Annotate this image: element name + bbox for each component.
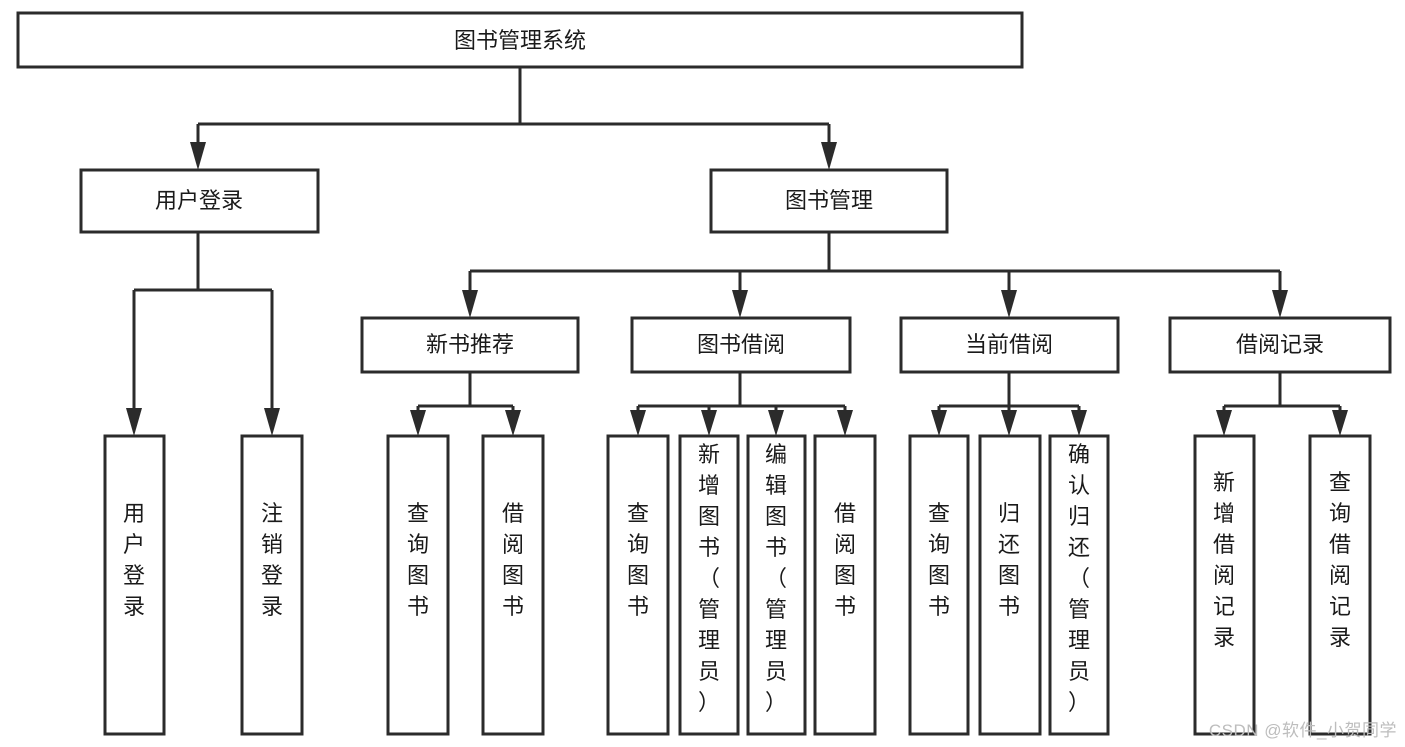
node-leaf-6-label: 新增图书（管理员） — [698, 442, 720, 715]
arrow-to-current-borrow — [1001, 290, 1017, 318]
arrow-to-leaf-4 — [505, 410, 521, 436]
arrow-to-leaf-3 — [410, 410, 426, 436]
node-borrow-record[interactable]: 借阅记录 — [1168, 316, 1392, 374]
node-root-label: 图书管理系统 — [454, 28, 586, 53]
node-leaf-3[interactable]: 查询图书 — [386, 434, 450, 736]
arrow-to-leaf-11 — [1071, 410, 1087, 436]
node-user-login-box[interactable] — [79, 168, 320, 234]
node-book-borrow-label: 图书借阅 — [697, 332, 785, 357]
node-borrow-record-label: 借阅记录 — [1236, 332, 1324, 357]
node-leaf-9-box[interactable] — [908, 434, 970, 736]
node-leaf-3-box[interactable] — [386, 434, 450, 736]
node-leaf-13-label: 查询借阅记录 — [1329, 470, 1351, 650]
arrow-to-leaf-13 — [1332, 410, 1348, 436]
node-leaf-3-label: 查询图书 — [407, 501, 429, 619]
arrow-to-leaf-7 — [768, 410, 784, 436]
node-leaf-7-box[interactable] — [746, 434, 807, 736]
node-book-manage-box[interactable] — [709, 168, 949, 234]
arrow-to-borrow-record — [1272, 290, 1288, 318]
node-leaf-8-box[interactable] — [813, 434, 877, 736]
node-leaf-13-box[interactable] — [1308, 434, 1372, 736]
node-leaf-7-label: 编辑图书（管理员） — [765, 442, 787, 715]
node-leaf-1-box[interactable] — [103, 434, 166, 736]
edges-layer — [126, 67, 1348, 436]
node-leaf-4-box[interactable] — [481, 434, 545, 736]
node-leaf-8-label: 借阅图书 — [834, 501, 856, 619]
node-leaf-7[interactable]: 编辑图书（管理员） — [746, 434, 807, 736]
arrow-to-leaf-5 — [630, 410, 646, 436]
node-borrow-record-box[interactable] — [1168, 316, 1392, 374]
node-leaf-6[interactable]: 新增图书（管理员） — [678, 434, 740, 736]
node-book-manage-label: 图书管理 — [785, 188, 873, 213]
arrow-to-leaf-8 — [837, 410, 853, 436]
arrow-to-leaf-6 — [701, 410, 717, 436]
node-leaf-2-box[interactable] — [240, 434, 304, 736]
node-leaf-11-box[interactable] — [1048, 434, 1110, 736]
node-leaf-1[interactable]: 用户登录 — [103, 434, 166, 736]
node-current-borrow-label: 当前借阅 — [965, 332, 1053, 357]
arrow-to-user-login — [190, 142, 206, 170]
node-book-borrow-box[interactable] — [630, 316, 852, 374]
node-leaf-2-label: 注销登录 — [261, 501, 283, 619]
node-new-book-rec-label: 新书推荐 — [426, 332, 514, 357]
node-leaf-12-box[interactable] — [1193, 434, 1256, 736]
node-leaf-9[interactable]: 查询图书 — [908, 434, 970, 736]
node-root[interactable]: 图书管理系统 — [16, 11, 1024, 69]
node-book-manage[interactable]: 图书管理 — [709, 168, 949, 234]
node-leaf-10[interactable]: 归还图书 — [978, 434, 1042, 736]
node-leaf-4[interactable]: 借阅图书 — [481, 434, 545, 736]
node-leaf-4-label: 借阅图书 — [502, 501, 524, 619]
arrow-to-leaf-12 — [1216, 410, 1232, 436]
arrow-to-leaf-1 — [126, 408, 142, 436]
node-leaf-8[interactable]: 借阅图书 — [813, 434, 877, 736]
arrow-to-new-book-rec — [462, 290, 478, 318]
node-leaf-12-label: 新增借阅记录 — [1213, 470, 1235, 650]
node-leaf-2[interactable]: 注销登录 — [240, 434, 304, 736]
arrow-to-leaf-10 — [1001, 410, 1017, 436]
arrow-to-leaf-9 — [931, 410, 947, 436]
node-root-box[interactable] — [16, 11, 1024, 69]
arrow-to-book-borrow — [732, 290, 748, 318]
arrow-to-leaf-2 — [264, 408, 280, 436]
csdn-watermark: CSDN @软件_小贺同学 — [1208, 721, 1397, 740]
node-leaf-1-label: 用户登录 — [123, 501, 145, 619]
node-leaf-6-box[interactable] — [678, 434, 740, 736]
node-leaf-5-box[interactable] — [606, 434, 670, 736]
node-leaf-11-label: 确认归还（管理员） — [1068, 442, 1090, 715]
node-leaf-5[interactable]: 查询图书 — [606, 434, 670, 736]
node-current-borrow[interactable]: 当前借阅 — [899, 316, 1120, 374]
arrow-to-book-manage — [821, 142, 837, 170]
node-leaf-10-box[interactable] — [978, 434, 1042, 736]
node-leaf-11[interactable]: 确认归还（管理员） — [1048, 434, 1110, 736]
node-new-book-rec-box[interactable] — [360, 316, 580, 374]
node-leaf-12[interactable]: 新增借阅记录 — [1193, 434, 1256, 736]
node-leaf-5-label: 查询图书 — [627, 501, 649, 619]
node-user-login-label: 用户登录 — [155, 188, 243, 213]
node-current-borrow-box[interactable] — [899, 316, 1120, 374]
node-leaf-13[interactable]: 查询借阅记录 — [1308, 434, 1372, 736]
node-leaf-9-label: 查询图书 — [928, 501, 950, 619]
node-leaf-10-label: 归还图书 — [998, 501, 1020, 619]
node-new-book-rec[interactable]: 新书推荐 — [360, 316, 580, 374]
node-user-login[interactable]: 用户登录 — [79, 168, 320, 234]
node-book-borrow[interactable]: 图书借阅 — [630, 316, 852, 374]
